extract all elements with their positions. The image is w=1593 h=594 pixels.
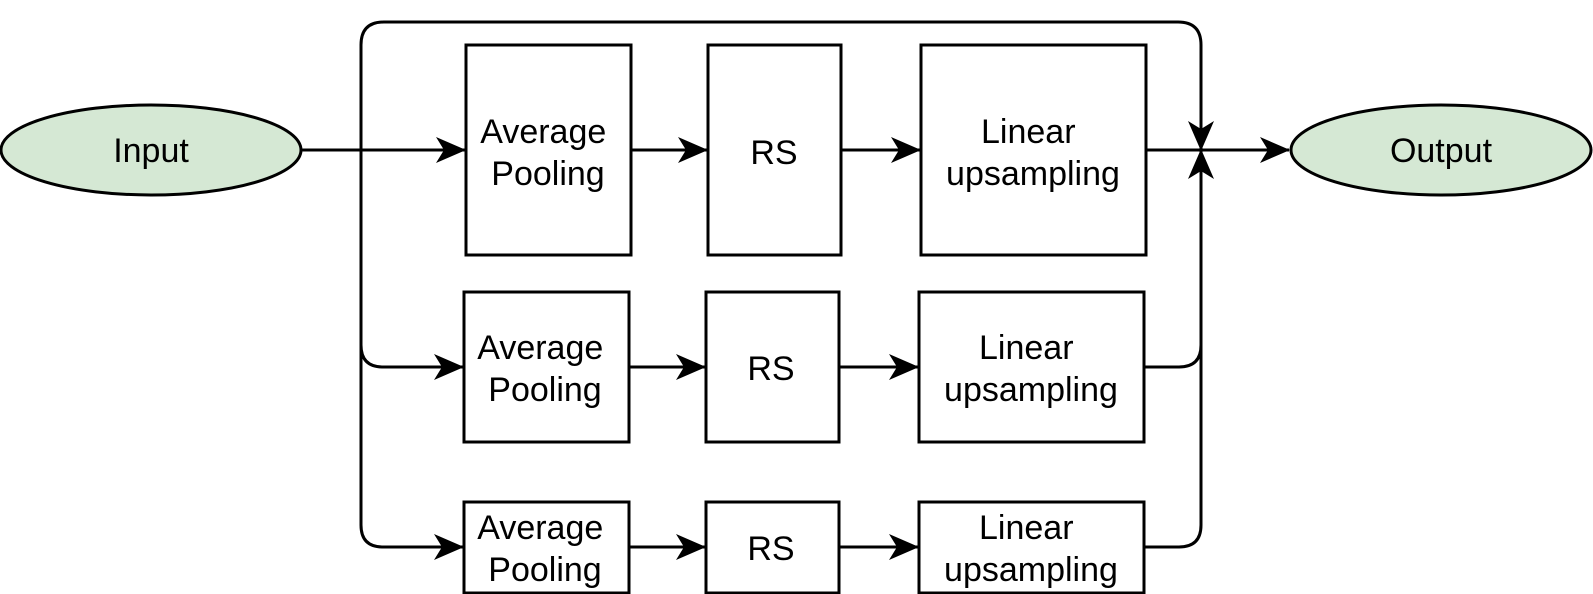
upsampling-label-1: Linear upsampling	[946, 113, 1120, 193]
pooling-label-1-line-2: Pooling	[491, 155, 604, 193]
rs-label-3: RS	[747, 530, 794, 568]
upsampling-label-2: Linear upsampling	[944, 329, 1118, 409]
input-ellipse	[0, 103, 303, 197]
upsampling-label-3: Linear upsampling	[944, 509, 1118, 589]
upsampling-label-3-line-2: upsampling	[944, 551, 1118, 589]
edge-skip-connection	[359, 20, 1214, 151]
branch-1: Average Pooling RS Linear upsampling	[464, 43, 1148, 257]
rs-box-3	[704, 500, 841, 594]
rs-label-1: RS	[750, 134, 797, 172]
pooling-label-2-line-2: Pooling	[488, 371, 601, 409]
pooling-label-1: Average Pooling	[480, 113, 615, 193]
output-label: Output	[1390, 132, 1493, 170]
upsampling-label-2-line-2: upsampling	[944, 371, 1118, 409]
input-label: Input	[113, 132, 189, 170]
branch-2: Average Pooling RS Linear upsampling	[462, 290, 1146, 444]
edge-input-to-pooling-2	[359, 150, 464, 380]
edge-input-to-pooling-3	[359, 345, 464, 560]
edge-upsampling-2-to-merge	[1145, 149, 1214, 369]
pooling-box-3	[462, 500, 631, 594]
edge-upsampling-3-to-merge	[1145, 345, 1203, 549]
pooling-label-2-line-1: Average	[477, 329, 603, 367]
upsampling-label-1-line-2: upsampling	[946, 155, 1120, 193]
output-node: Output	[1289, 103, 1593, 197]
input-node: Input	[0, 103, 303, 197]
branch-3: Average Pooling RS Linear upsampling	[462, 500, 1146, 594]
pooling-label-3: Average Pooling	[477, 509, 612, 589]
upsampling-label-3-line-1: Linear	[979, 509, 1074, 547]
rs-box-2	[704, 290, 841, 444]
pooling-box-2	[462, 290, 631, 444]
rs-box-1	[706, 43, 843, 257]
upsampling-box-1	[919, 43, 1148, 257]
pooling-label-1-line-1: Average	[480, 113, 606, 151]
rs-label-2: RS	[747, 350, 794, 388]
upsampling-label-2-line-1: Linear	[979, 329, 1074, 367]
output-ellipse	[1289, 103, 1593, 197]
upsampling-box-3	[917, 500, 1146, 594]
upsampling-label-1-line-1: Linear	[981, 113, 1076, 151]
pooling-label-3-line-1: Average	[477, 509, 603, 547]
upsampling-box-2	[917, 290, 1146, 444]
pooling-label-3-line-2: Pooling	[488, 551, 601, 589]
pooling-box-1	[464, 43, 633, 257]
pooling-label-2: Average Pooling	[477, 329, 612, 409]
